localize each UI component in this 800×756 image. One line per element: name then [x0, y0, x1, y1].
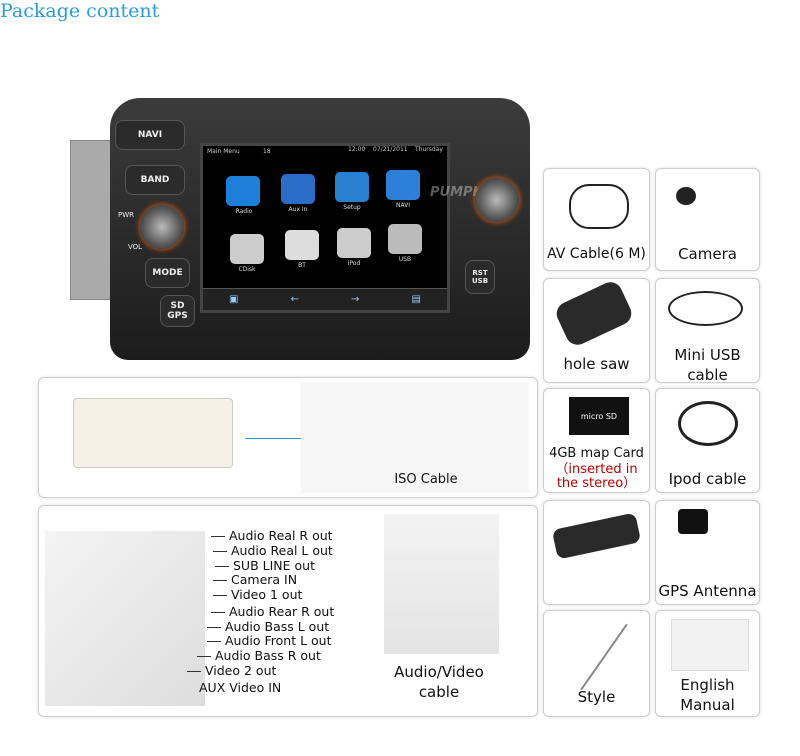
item-stylus: Style — [543, 610, 650, 717]
item-hole-saw: hole saw — [543, 278, 650, 383]
av-cable-image — [569, 184, 629, 229]
item-ipod-cable: Ipod cable — [655, 388, 760, 493]
iso-cable-caption: ISO Cable — [394, 472, 458, 487]
radio-app-icon — [226, 176, 260, 206]
gps-label: GPS — [167, 311, 188, 321]
item-note: the stereo） — [556, 476, 637, 491]
stereo-screen: Main Menu 18 12:00 07/21/2011 Thursday R… — [200, 143, 450, 313]
navi-button: NAVI — [115, 120, 185, 150]
pwr-label: PWR — [118, 211, 135, 219]
mini-usb-image — [668, 291, 743, 326]
iso-connector-image — [73, 398, 233, 468]
cdisk-app-icon — [230, 234, 264, 264]
home-icon: ▣ — [229, 294, 239, 305]
item-caption: Style — [577, 688, 616, 706]
app-label: Aux In — [288, 206, 308, 213]
item-caption: English Manual — [680, 676, 735, 714]
app-label: iPod — [347, 260, 361, 267]
menu-icon: ▤ — [411, 294, 421, 305]
app-label: USB — [398, 256, 412, 263]
gps-antenna-image — [678, 509, 708, 534]
item-caption: 4GB map Card — [549, 446, 644, 461]
band-button: BAND — [125, 165, 185, 195]
sd-label: SD — [170, 301, 185, 311]
rca-cable-image — [45, 531, 205, 706]
cable-label: AUX Video IN — [199, 680, 282, 695]
item-av-cable: AV Cable(6 M) — [543, 168, 650, 271]
screen-day: Thursday — [415, 146, 443, 153]
cable-label: Audio Front L out — [225, 633, 332, 648]
cable-label: Audio Rear R out — [229, 604, 335, 619]
screen-nav-bar: ▣ ← → ▤ — [203, 288, 447, 310]
screen-date: 07/21/2011 — [373, 146, 408, 153]
hole-saw-image — [552, 278, 636, 349]
connector-line — [245, 438, 301, 439]
av-cable-panel: Audio Real R out Audio Real L out SUB LI… — [38, 505, 538, 717]
iso-cable-panel: ISO Cable — [38, 377, 538, 498]
vol-label: VOL — [128, 243, 143, 251]
item-camera: Camera — [655, 168, 760, 271]
screen-time: 12:00 — [348, 146, 366, 153]
screen-menu-title: Main Menu — [207, 148, 240, 155]
av-harness-image — [384, 514, 499, 654]
item-caption: GPS Antenna — [658, 582, 757, 600]
page-title: Package content — [0, 0, 160, 22]
navi-app-icon — [386, 170, 420, 200]
cable-label: Audio Bass R out — [215, 648, 321, 663]
cable-label: Audio Real L out — [231, 543, 333, 558]
iso-cable-image — [301, 383, 529, 493]
setup-app-icon — [335, 172, 369, 202]
tune-knob — [475, 178, 519, 222]
stylus-image — [580, 623, 628, 691]
manual-image — [671, 619, 749, 671]
bluetooth-app-icon — [285, 230, 319, 260]
cable-label: Audio Real R out — [229, 528, 333, 543]
item-caption: Ipod cable — [668, 470, 747, 488]
ipod-app-icon — [337, 228, 371, 258]
cable-label: Camera IN — [231, 572, 298, 587]
item-caption: Mini USB cable — [674, 346, 741, 384]
micro-sd-card-image: micro SD — [569, 397, 629, 435]
av-caption-line2: cable — [418, 683, 460, 701]
aux-app-icon — [281, 174, 315, 204]
rst-label: RST — [472, 269, 488, 277]
cable-label: Video 2 out — [205, 663, 277, 678]
cable-label: SUB LINE out — [233, 558, 315, 573]
item-remote — [543, 500, 650, 605]
av-caption-line1: Audio/Video — [394, 663, 484, 681]
item-manual: English Manual — [655, 610, 760, 717]
camera-image — [676, 187, 696, 205]
app-label: Radio — [235, 208, 253, 215]
remote-control-image — [551, 512, 642, 560]
app-label: NAVI — [395, 202, 411, 209]
forward-arrow-icon: → — [351, 294, 360, 305]
volume-knob — [140, 205, 184, 249]
cable-label: Video 1 out — [231, 587, 303, 602]
mode-button: MODE — [145, 258, 190, 288]
app-label: Setup — [343, 204, 361, 211]
usb-app-icon — [388, 224, 422, 254]
back-arrow-icon: ← — [290, 294, 299, 305]
ipod-cable-image — [678, 401, 738, 446]
usb-label: USB — [471, 277, 489, 285]
item-caption: Camera — [678, 245, 737, 263]
item-caption: hole saw — [563, 355, 630, 373]
item-gps-antenna: GPS Antenna — [655, 500, 760, 605]
screen-number: 18 — [263, 148, 271, 155]
cable-label: Audio Bass L out — [225, 619, 330, 634]
app-label: BT — [298, 262, 306, 269]
item-mini-usb: Mini USB cable — [655, 278, 760, 384]
item-map-card: micro SD 4GB map Card （inserted in the s… — [543, 388, 650, 493]
item-note: （inserted in — [555, 462, 638, 477]
app-label: CDisk — [238, 266, 256, 273]
item-caption: AV Cable(6 M) — [547, 246, 646, 262]
